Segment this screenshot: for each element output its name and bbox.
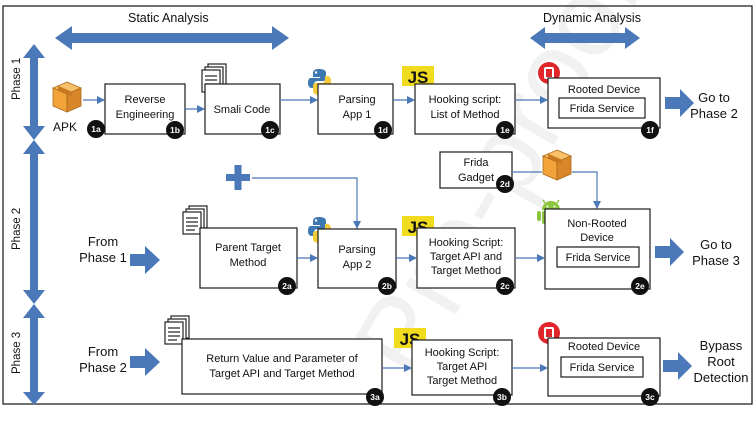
reverse-engineering-line2: Engineering <box>116 109 175 121</box>
reverse-engineering-line1: Reverse <box>125 94 166 106</box>
frida-service-2-box <box>556 246 640 268</box>
plus-icon <box>226 165 250 190</box>
non-rooted-line1: Non-Rooted <box>567 218 626 230</box>
parsing-app-1-line2: App 1 <box>343 109 372 121</box>
dynamic-analysis-label: Dynamic Analysis <box>543 11 641 25</box>
badge-1b-text: 1b <box>170 125 180 135</box>
parsing-app-2-line1: Parsing <box>338 244 375 256</box>
bypass-arrow <box>663 352 692 380</box>
badge-1c-text: 1c <box>265 125 275 135</box>
return-value-line1: Return Value and Parameter of <box>206 353 358 365</box>
parsing-app-2-line2: App 2 <box>343 259 372 271</box>
go-phase-3-line1: Go to <box>700 237 732 252</box>
hooking-script-3-box <box>411 339 513 396</box>
rooted-device-3-label: Rooted Device <box>568 341 640 353</box>
from-phase-1-line2: Phase 1 <box>79 250 127 265</box>
hooking-script-2-line2: Target API and <box>430 251 502 263</box>
hooking-script-2-line3: Target Method <box>431 265 501 277</box>
badge-2a-text: 2a <box>282 281 292 291</box>
badge-2d-text: 2d <box>500 179 510 189</box>
from-phase-2-arrow <box>130 348 160 376</box>
phase-2-label: Phase 2 <box>11 208 23 250</box>
frida-gadget-line1: Frida <box>463 157 489 169</box>
apk-label: APK <box>53 120 77 134</box>
phase-3-label: Phase 3 <box>11 332 23 374</box>
from-phase-2-line1: From <box>88 344 118 359</box>
frida-service-1-box <box>558 97 646 119</box>
bypass-line3: Detection <box>694 370 749 385</box>
go-phase-3-line2: Phase 3 <box>692 253 740 268</box>
from-phase-2-line2: Phase 2 <box>79 360 127 375</box>
hooking-script-3-line2: Target API <box>437 361 488 373</box>
badge-1c <box>261 121 279 139</box>
conn-plus-parsing2 <box>252 177 361 229</box>
hooking-script-1-line2: List of Method <box>430 109 499 121</box>
go-phase-2-arrow <box>665 89 694 117</box>
go-phase-2-line1: Go to <box>698 90 730 105</box>
hooking-script-3-line1: Hooking Script: <box>425 347 500 359</box>
dynamic-analysis-arrow <box>530 27 640 49</box>
smali-code-label: Smali Code <box>214 104 271 116</box>
badge-2b-text: 2b <box>382 281 392 291</box>
go-phase-2-line2: Phase 2 <box>690 106 738 121</box>
hooking-script-2-box <box>416 227 516 289</box>
from-phase-1-line1: From <box>88 234 118 249</box>
go-phase-3-arrow <box>655 238 684 266</box>
return-value-line2: Target API and Target Method <box>209 368 354 380</box>
parsing-app-1-line1: Parsing <box>338 94 375 106</box>
badge-1a <box>87 120 105 138</box>
frida-service-3-box <box>560 356 644 378</box>
badge-3c <box>641 388 659 406</box>
badge-3a <box>366 388 384 406</box>
badge-1b <box>166 121 184 139</box>
badge-1a-text: 1a <box>91 124 101 134</box>
badge-3b-text: 3b <box>497 392 507 402</box>
from-phase-1-arrow <box>130 246 160 274</box>
js-badge-1-text: JS <box>408 68 429 87</box>
hooking-script-2-line1: Hooking Script: <box>429 237 504 249</box>
frida-service-1-label: Frida Service <box>570 103 635 115</box>
badge-2e <box>631 277 649 295</box>
phase-axis <box>23 44 45 405</box>
badge-3c-text: 3c <box>645 392 655 402</box>
hooking-script-3-line3: Target Method <box>427 375 497 387</box>
badge-2a <box>278 277 296 295</box>
static-analysis-arrow <box>55 26 289 50</box>
frida-gadget-box <box>439 151 513 189</box>
frida-service-2-label: Frida Service <box>566 252 631 264</box>
bypass-line2: Root <box>707 354 735 369</box>
badge-3b <box>493 388 511 406</box>
badge-1d-text: 1d <box>378 125 388 135</box>
badge-1d <box>374 121 392 139</box>
badge-1e-text: 1e <box>500 125 510 135</box>
conn-package-nonrooted <box>572 171 601 209</box>
static-analysis-label: Static Analysis <box>128 11 209 25</box>
rooted-device-1-label: Rooted Device <box>568 84 640 96</box>
apk-package-icon <box>52 81 82 113</box>
frida-gadget-line2: Gadget <box>458 172 494 184</box>
badge-2c <box>496 277 514 295</box>
badge-2c-text: 2c <box>500 281 510 291</box>
bypass-line1: Bypass <box>700 338 743 353</box>
badge-2d <box>496 175 514 193</box>
badge-1f-text: 1f <box>646 125 654 135</box>
js-badge-1 <box>402 66 434 86</box>
badge-2e-text: 2e <box>635 281 645 291</box>
parent-target-method-line1: Parent Target <box>215 242 281 254</box>
badge-2b <box>378 277 396 295</box>
return-value-box <box>181 338 383 395</box>
badge-3a-text: 3a <box>370 392 380 402</box>
watermark-text: Pre-proof <box>330 0 666 397</box>
parent-target-method-line2: Method <box>230 257 267 269</box>
non-rooted-line2: Device <box>580 232 614 244</box>
hooking-script-1-line1: Hooking script: <box>429 94 502 106</box>
gadget-package-icon <box>542 149 572 181</box>
phase-1-label: Phase 1 <box>11 58 23 100</box>
parent-target-method-box <box>199 227 298 289</box>
badge-1f <box>641 121 659 139</box>
frida-service-3-label: Frida Service <box>570 362 635 374</box>
badge-1e <box>496 121 514 139</box>
